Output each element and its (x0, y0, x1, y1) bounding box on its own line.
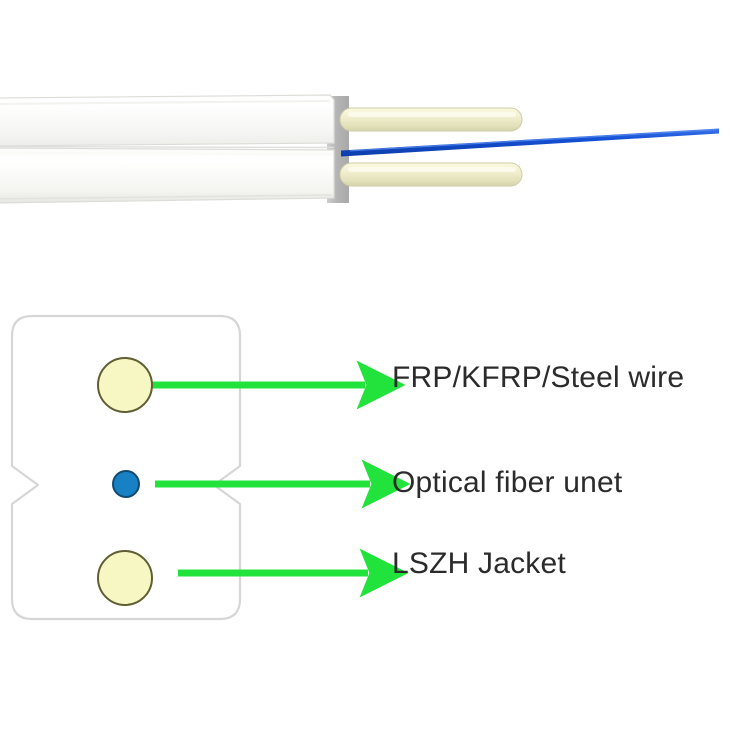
lszh-jacket-circle (97, 550, 153, 606)
optical-fiber-strand (341, 128, 719, 157)
frp-strength-member-circle (97, 357, 153, 413)
label-frp-kfrp-steel-wire: FRP/KFRP/Steel wire (392, 361, 685, 394)
ftth-drop-cable-photo (0, 0, 750, 285)
cable-jacket-lower (0, 147, 335, 204)
optical-fiber-dot (112, 470, 140, 498)
label-lszh-jacket: LSZH Jacket (392, 547, 566, 580)
jacket-seam-line (0, 145, 335, 149)
label-optical-fiber-unet: Optical fiber unet (392, 466, 623, 499)
upper-strength-member (339, 107, 523, 132)
cross-section-diagram (0, 285, 750, 750)
callout-arrows (128, 360, 411, 598)
cable-jacket-upper (0, 94, 335, 147)
cross-section-svg (10, 314, 411, 621)
cross-section-outline (10, 314, 242, 621)
lower-strength-member (339, 162, 523, 187)
cable-photo-svg (0, 94, 719, 204)
